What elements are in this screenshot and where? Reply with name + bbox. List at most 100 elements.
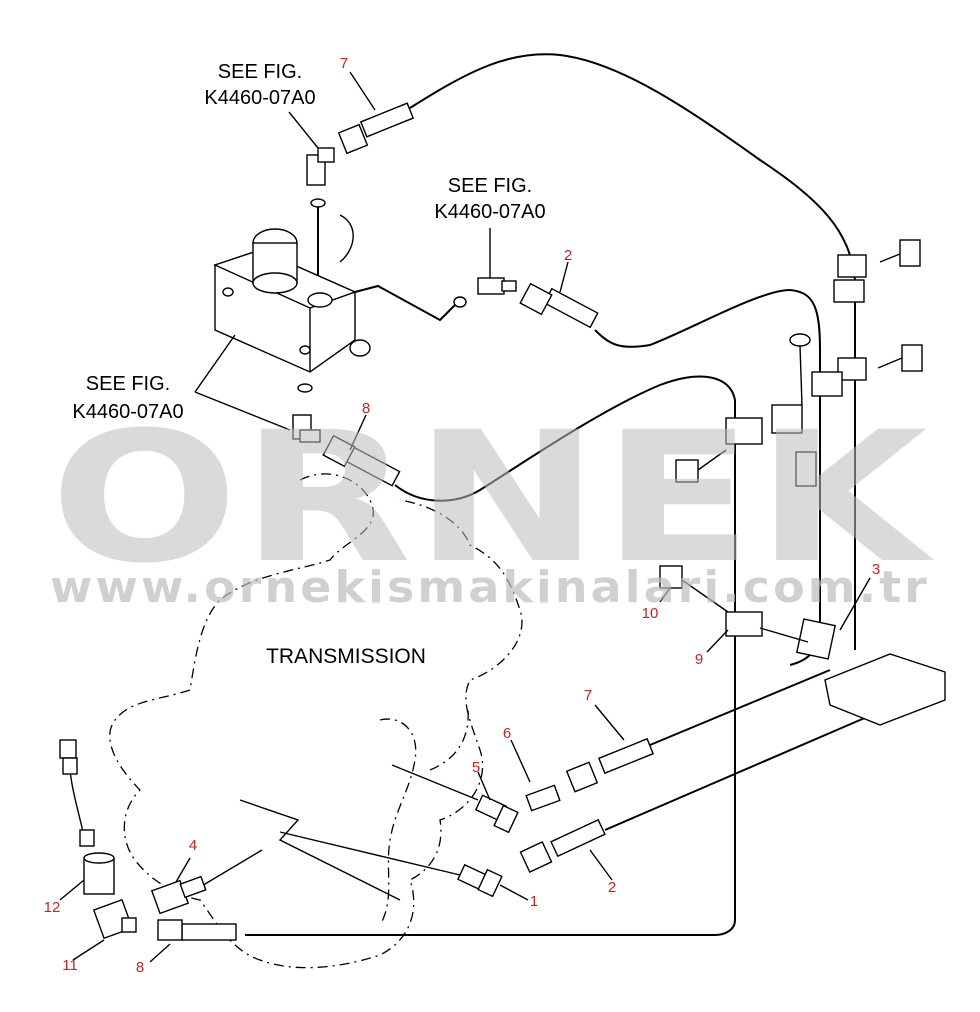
clamp-mid-2: [811, 371, 843, 397]
bolt-mid-head: [901, 344, 923, 372]
callout-8-lower: 8: [136, 959, 144, 976]
o-ring-side: [453, 296, 467, 308]
transmission-outline: [109, 473, 523, 969]
hose-8-lower-end: [157, 919, 237, 941]
bracket-3: [759, 618, 946, 726]
leader-8b: [149, 943, 171, 963]
hose-8-upper-route: [245, 375, 736, 936]
hose-2-lower-route: [604, 689, 883, 831]
bolt-left-shank: [697, 449, 727, 471]
leader-ref-3b: [194, 391, 291, 431]
sensor-elbow: [92, 898, 137, 940]
hose-7-upper-end: [337, 102, 415, 155]
clamp-group-upper: [675, 239, 923, 487]
elbow-side-nut: [501, 280, 517, 292]
reference-1-line2: K4460-07A0: [204, 87, 315, 109]
callout-5: 5: [472, 759, 480, 776]
fitting-6-body: [525, 784, 561, 812]
watermark-url: www.ornekismakinalari.com.tr: [50, 562, 930, 613]
leader-3: [839, 577, 871, 631]
elbow-lower-nut: [299, 429, 321, 443]
o-ring-lower: [297, 383, 313, 393]
leader-2b: [589, 849, 613, 881]
pressure-sensor: [59, 739, 115, 895]
hose-8-lower-nut: [157, 919, 183, 941]
clamp-upper-1: [837, 254, 867, 278]
hose-4-pipe: [199, 849, 263, 888]
bolt-10-shank: [681, 579, 729, 613]
sensor-elbow-port: [121, 917, 137, 933]
hose-8-upper-nut: [322, 434, 356, 468]
elbow-upper-nut: [317, 147, 335, 163]
fitting-1-elbow: [457, 863, 503, 898]
callout-7-upper: 7: [340, 55, 348, 72]
leader-9: [706, 629, 729, 653]
sensor-top: [83, 852, 115, 864]
fitting-5-elbow-tip: [493, 804, 519, 834]
callout-1: 1: [530, 893, 538, 910]
leader-10: [659, 587, 671, 603]
sensor-grommet: [79, 829, 95, 847]
elbow-fitting-lower: [292, 414, 321, 443]
reference-3-line2: K4460-07A0: [72, 401, 183, 423]
callout-8-upper: 8: [362, 400, 370, 417]
reference-label-1: SEE FIG. K4460-07A0: [204, 61, 315, 109]
hose-7-lower-nut: [565, 761, 599, 793]
pilot-tube: [339, 214, 354, 263]
reference-label-3: SEE FIG. K4460-07A0: [72, 373, 183, 423]
hose-7-lower-route: [649, 669, 831, 746]
callout-2-lower: 2: [608, 879, 616, 896]
control-valve-block: [213, 214, 371, 373]
fitting-4-stem: [179, 875, 207, 899]
elbow-fitting-upper: [306, 147, 335, 186]
mounting-plate: [824, 653, 946, 726]
hose-7-lower-end: [565, 737, 655, 793]
hose-2-lower-end: [519, 818, 606, 873]
mount-hole-1: [222, 287, 234, 297]
hose-5-pipe: [391, 764, 479, 801]
clamp-upper-2: [833, 279, 865, 303]
bolt-10: [659, 565, 729, 613]
callout-2-upper: 2: [564, 247, 572, 264]
elbow-fitting-side: [477, 277, 517, 295]
fitting-1-tip: [477, 868, 503, 898]
transmission-housing-outline: [109, 473, 523, 969]
sensor-plug: [62, 757, 78, 775]
pilot-line-block: [354, 284, 456, 322]
bolt-10-head: [659, 565, 683, 589]
spacer-sleeve: [795, 451, 817, 487]
callout-11: 11: [62, 957, 78, 974]
clamp-left: [725, 417, 763, 445]
bracket-3-bar: [759, 627, 809, 643]
solenoid-base: [252, 272, 298, 294]
leader-6: [510, 739, 531, 783]
bolt-vertical-shank: [799, 345, 803, 406]
transmission-lower-edge: [429, 709, 469, 771]
bolt-upper-head: [899, 239, 921, 267]
leader-ref-1: [288, 111, 319, 149]
transmission-inner-outline: [379, 718, 417, 926]
hose-2-upper-end: [519, 282, 599, 329]
valve-port-top: [307, 292, 333, 308]
bolt-left-head: [675, 459, 699, 483]
hose-7-upper-nut: [337, 123, 369, 155]
leader-lines: [59, 71, 871, 963]
fitting-6-adapter: [525, 784, 561, 812]
hose-7-upper-route: [409, 53, 856, 650]
hose-2-lower-nut: [519, 841, 553, 873]
hose-2-upper-nut: [519, 282, 553, 316]
bolt-vertical-head: [789, 333, 811, 347]
valve-port-side: [349, 339, 371, 357]
clamp-mid-1: [837, 357, 867, 381]
hose-7-lower-sleeve: [597, 737, 655, 775]
hose-7-upper-sleeve: [359, 102, 415, 138]
bolt-mid-shank: [877, 357, 903, 369]
reference-2-line1: SEE FIG.: [448, 175, 532, 197]
bracket-3-body: [795, 618, 837, 660]
watermark-brand: ORNEK: [50, 394, 934, 603]
leader-4: [175, 857, 191, 883]
o-ring-upper: [310, 198, 326, 208]
fitting-5-elbow: [474, 794, 519, 834]
